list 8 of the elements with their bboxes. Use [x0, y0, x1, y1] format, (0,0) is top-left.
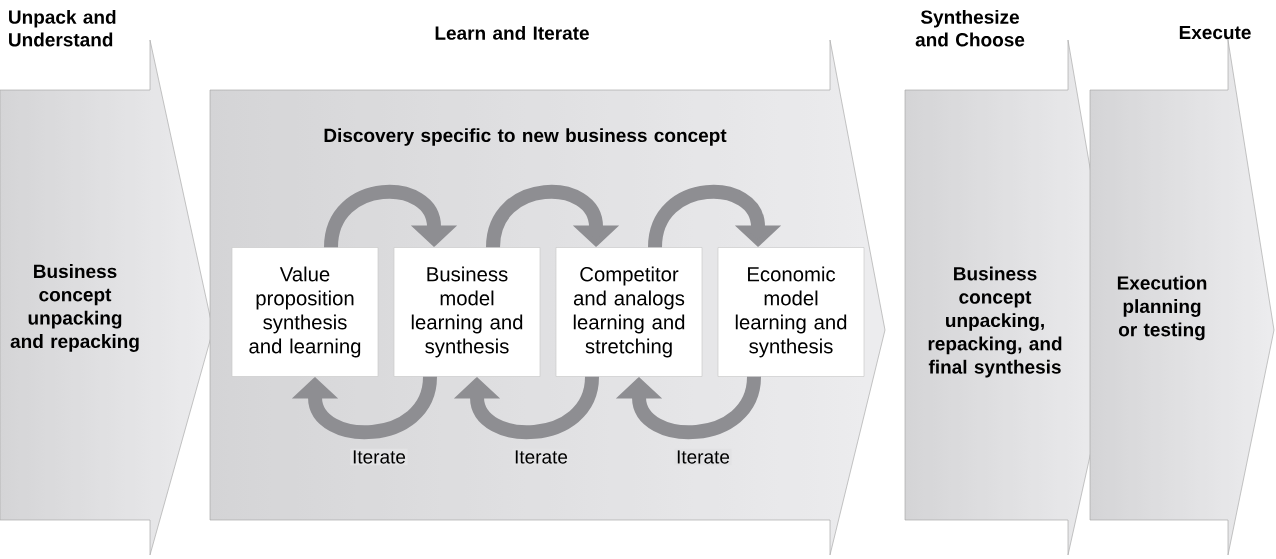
- stage-heading: Synthesize and Choose: [915, 9, 1025, 47]
- stage-heading: Unpack and Understand: [9, 9, 116, 47]
- process-box: Value proposition synthesis and learning: [231, 247, 379, 377]
- process-box: Economic model learning and synthesis: [717, 247, 865, 377]
- stage-heading: Learn and Iterate: [435, 25, 589, 40]
- process-box: Competitor and analogs learning and stretching: [555, 247, 703, 377]
- process-box: Business model learning and synthesis: [393, 247, 541, 377]
- stage-heading: Execute: [1179, 25, 1251, 40]
